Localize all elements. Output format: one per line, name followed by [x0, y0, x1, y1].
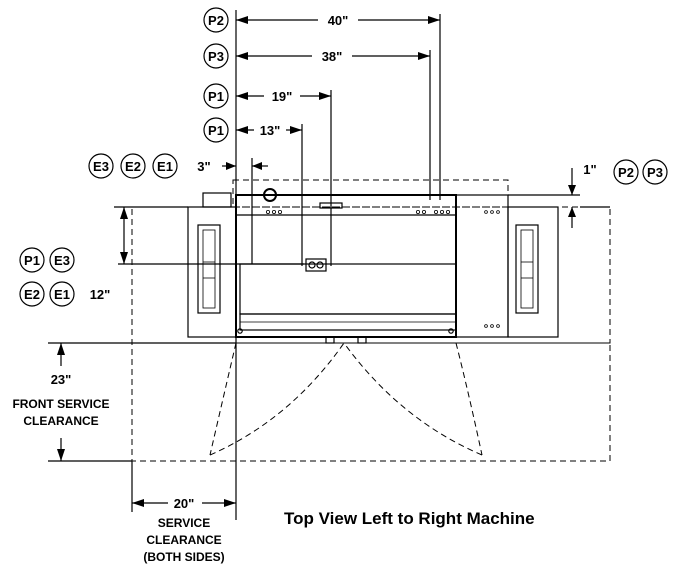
bubble-p1-13: P1	[203, 117, 229, 143]
svg-text:P1: P1	[208, 123, 224, 138]
bubble-e1-left: E1	[49, 281, 75, 307]
svg-text:1": 1"	[583, 162, 596, 177]
svg-text:23": 23"	[51, 372, 72, 387]
bubble-p3-right: P3	[642, 159, 668, 185]
svg-text:40": 40"	[328, 13, 349, 28]
svg-text:20": 20"	[174, 496, 195, 511]
svg-text:19": 19"	[272, 89, 293, 104]
svg-text:E2: E2	[125, 159, 141, 174]
dim-38: 38"	[236, 49, 431, 200]
side-clearance-outline	[131, 206, 611, 344]
bubble-e2-top: E2	[120, 153, 146, 179]
bubble-e3-left: E3	[49, 247, 75, 273]
dim-12: 12"	[90, 206, 304, 302]
svg-text:E3: E3	[54, 253, 70, 268]
dim-13: 13"	[236, 123, 303, 266]
svg-text:12": 12"	[90, 287, 111, 302]
svg-text:3": 3"	[197, 159, 210, 174]
left-door-swing	[209, 342, 237, 456]
bubble-p1-19: P1	[203, 83, 229, 109]
svg-text:P3: P3	[647, 165, 663, 180]
dim-20-service: 20" SERVICE CLEARANCE (BOTH SIDES)	[131, 461, 236, 564]
front-service-label-line1: FRONT SERVICE	[12, 397, 109, 411]
bubble-p1-left: P1	[19, 247, 45, 273]
dim-3: 3"	[197, 158, 268, 264]
front-clearance-outline	[131, 342, 611, 462]
bubble-p2-top: P2	[203, 7, 229, 33]
svg-text:P1: P1	[208, 89, 224, 104]
svg-text:E2: E2	[24, 287, 40, 302]
svg-text:E3: E3	[93, 159, 109, 174]
svg-text:13": 13"	[260, 123, 281, 138]
svg-text:E1: E1	[54, 287, 70, 302]
right-door-arc	[343, 342, 483, 456]
dim-40: 40"	[236, 13, 441, 200]
bubble-p2-right: P2	[613, 159, 639, 185]
svg-text:E1: E1	[157, 159, 173, 174]
dim-23-front-service: 23" FRONT SERVICE CLEARANCE	[12, 342, 236, 462]
svg-text:P1: P1	[24, 253, 40, 268]
service-label-line2: CLEARANCE	[146, 533, 221, 547]
svg-text:P2: P2	[618, 165, 634, 180]
front-service-label-line2: CLEARANCE	[23, 414, 98, 428]
svg-text:P3: P3	[208, 49, 224, 64]
top-clearance-outline	[232, 179, 509, 208]
dim-1: 1"	[508, 162, 610, 228]
svg-text:P2: P2	[208, 13, 224, 28]
service-label-line1: SERVICE	[158, 516, 210, 530]
bubble-e2-left: E2	[19, 281, 45, 307]
service-label-line3: (BOTH SIDES)	[143, 550, 224, 564]
dim-19: 19"	[236, 89, 332, 266]
right-door-swing	[455, 342, 483, 456]
diagram-caption: Top View Left to Right Machine	[284, 509, 535, 528]
bubble-e3-top: E3	[88, 153, 114, 179]
bubble-p3-top: P3	[203, 43, 229, 69]
bubble-e1-top: E1	[152, 153, 178, 179]
machine-body	[187, 188, 559, 344]
left-door-arc	[209, 342, 345, 456]
svg-text:38": 38"	[322, 49, 343, 64]
